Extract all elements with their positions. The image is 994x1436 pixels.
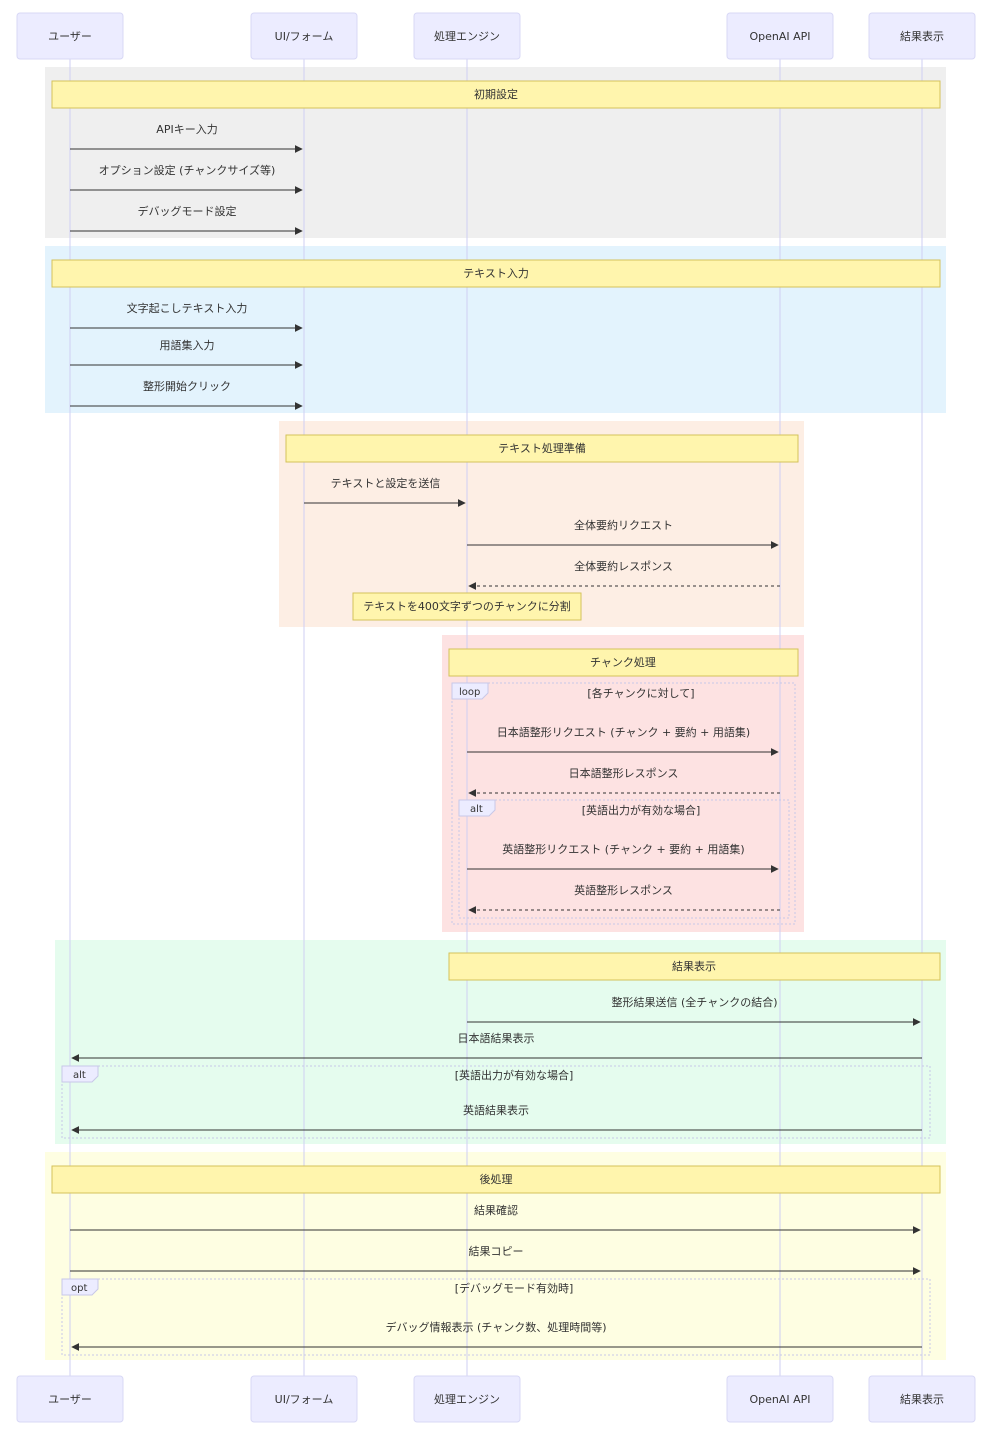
section-title-post: 後処理	[51, 1165, 941, 1194]
svg-text:UI/フォーム: UI/フォーム	[275, 30, 334, 43]
svg-text:alt: alt	[73, 1070, 86, 1081]
note-chunk-split: テキストを400文字ずつのチャンクに分割	[352, 592, 582, 621]
frame-opt-debug: opt [デバッグモード有効時]	[61, 1278, 931, 1356]
svg-text:OpenAI API: OpenAI API	[749, 30, 810, 43]
actor-user-top: ユーザー	[16, 12, 124, 60]
message-label: 英語整形リクエスト (チャンク + 要約 + 用語集)	[502, 842, 744, 856]
actor-api-top: OpenAI API	[726, 12, 834, 60]
section-title-display: 結果表示	[448, 952, 941, 981]
frame-alt-english-display: alt [英語出力が有効な場合]	[61, 1065, 931, 1139]
message-label: 英語整形レスポンス	[574, 883, 673, 897]
message-label: デバッグモード設定	[138, 204, 237, 218]
svg-text:alt: alt	[470, 804, 483, 815]
svg-text:チャンク処理: チャンク処理	[590, 656, 656, 669]
message-label: 全体要約リクエスト	[574, 518, 673, 532]
section-title-prep: テキスト処理準備	[285, 434, 799, 463]
actor-user-bottom: ユーザー	[16, 1375, 124, 1423]
svg-text:結果表示: 結果表示	[672, 959, 716, 973]
svg-text:ユーザー: ユーザー	[48, 30, 92, 43]
message-label: オプション設定 (チャンクサイズ等)	[99, 163, 276, 177]
section-title-init: 初期設定	[51, 80, 941, 109]
svg-text:[各チャンクに対して]: [各チャンクに対して]	[587, 686, 694, 700]
actor-engine-bottom: 処理エンジン	[413, 1375, 521, 1423]
section-title-text-input: テキスト入力	[51, 259, 941, 288]
message-label: 日本語整形リクエスト (チャンク + 要約 + 用語集)	[497, 725, 750, 739]
actor-api-bottom: OpenAI API	[726, 1375, 834, 1423]
message-label: APIキー入力	[156, 123, 217, 136]
svg-text:処理エンジン: 処理エンジン	[434, 1393, 500, 1406]
svg-text:結果表示: 結果表示	[900, 1392, 944, 1406]
message-label: 用語集入力	[160, 338, 215, 352]
svg-text:処理エンジン: 処理エンジン	[434, 30, 500, 43]
message-label: 英語結果表示	[463, 1103, 529, 1117]
message-label: 結果コピー	[469, 1244, 524, 1258]
section-title-chunk: チャンク処理	[448, 648, 799, 677]
message-label: 結果確認	[474, 1203, 518, 1217]
svg-text:UI/フォーム: UI/フォーム	[275, 1393, 334, 1406]
message-label: 日本語結果表示	[458, 1031, 535, 1045]
message-label: 文字起こしテキスト入力	[127, 301, 248, 315]
svg-text:[英語出力が有効な場合]: [英語出力が有効な場合]	[455, 1068, 574, 1082]
actor-result-top: 結果表示	[868, 12, 976, 60]
svg-text:後処理: 後処理	[480, 1172, 513, 1186]
svg-text:opt: opt	[71, 1283, 87, 1294]
actor-engine-top: 処理エンジン	[413, 12, 521, 60]
message-label: デバッグ情報表示 (チャンク数、処理時間等)	[386, 1320, 607, 1334]
svg-text:ユーザー: ユーザー	[48, 1393, 92, 1406]
svg-text:テキストを400文字ずつのチャンクに分割: テキストを400文字ずつのチャンクに分割	[363, 599, 571, 613]
svg-text:結果表示: 結果表示	[900, 29, 944, 43]
message-label: テキストと設定を送信	[331, 476, 441, 490]
svg-text:テキスト処理準備: テキスト処理準備	[498, 441, 586, 455]
actor-ui-top: UI/フォーム	[250, 12, 358, 60]
message-label: 日本語整形レスポンス	[569, 766, 679, 780]
actor-result-bottom: 結果表示	[868, 1375, 976, 1423]
actor-ui-bottom: UI/フォーム	[250, 1375, 358, 1423]
svg-text:[デバッグモード有効時]: [デバッグモード有効時]	[455, 1281, 574, 1295]
message-label: 整形結果送信 (全チャンクの結合)	[612, 995, 778, 1009]
svg-text:loop: loop	[459, 687, 480, 698]
section-bg-chunk	[442, 635, 804, 932]
message-label: 全体要約レスポンス	[574, 559, 673, 573]
svg-text:テキスト入力: テキスト入力	[463, 267, 529, 280]
svg-text:初期設定: 初期設定	[474, 87, 518, 101]
frame-loop: loop [各チャンクに対して]	[451, 682, 796, 925]
frame-alt-english-format: alt [英語出力が有効な場合]	[458, 799, 790, 919]
message-label: 整形開始クリック	[143, 379, 231, 393]
svg-text:[英語出力が有効な場合]: [英語出力が有効な場合]	[582, 803, 701, 817]
svg-text:OpenAI API: OpenAI API	[749, 1393, 810, 1406]
